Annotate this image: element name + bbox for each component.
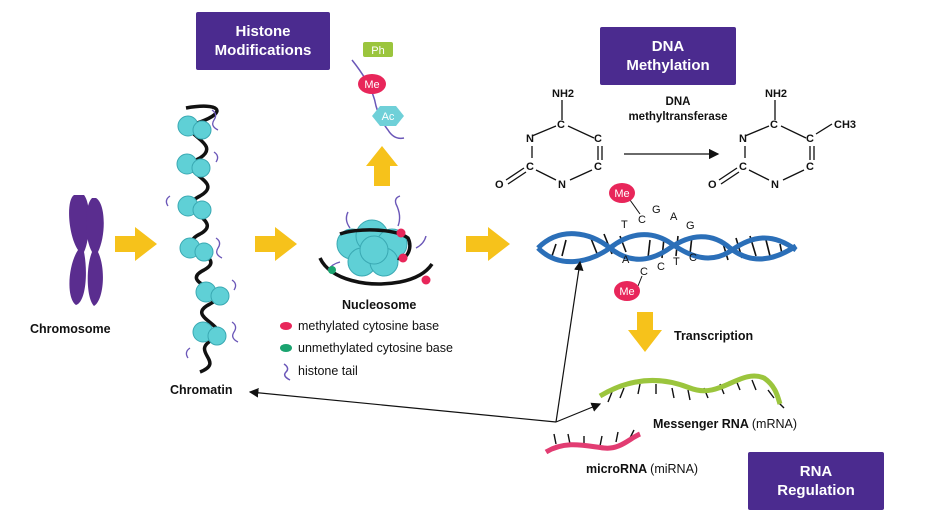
- ac-text: Ac: [382, 111, 395, 123]
- regulation-arrow-to-dna: [555, 260, 584, 423]
- mrna-label-abbr: (mRNA): [751, 417, 798, 431]
- svg-text:C: C: [770, 119, 778, 131]
- base-top: T: [621, 219, 628, 231]
- legend-methylated: methylated cytosine base: [298, 319, 440, 333]
- legend-unmethylated: unmethylated cytosine base: [298, 341, 453, 355]
- svg-text:C: C: [806, 133, 814, 145]
- dna-title-text: DNA Methylation: [626, 38, 710, 74]
- svg-text:NH2: NH2: [552, 88, 574, 100]
- chromosome-icon: [69, 195, 104, 306]
- transcription-label: Transcription: [674, 329, 754, 343]
- mrna-strand-icon: [598, 373, 785, 409]
- chromosome-label: Chromosome: [30, 322, 111, 336]
- svg-text:O: O: [495, 179, 504, 191]
- transcription-arrow: [628, 312, 662, 352]
- histone-modifications-title: Histone Modifications: [196, 12, 330, 70]
- base-top: G: [686, 220, 695, 232]
- ac-tag: [372, 106, 404, 126]
- base-top: C: [638, 214, 646, 226]
- nucleosome-icon: [318, 195, 434, 286]
- svg-text:O: O: [708, 179, 717, 191]
- mirna-strand-icon: [544, 429, 642, 455]
- flow-arrow-1: [115, 227, 157, 261]
- base-bottom: T: [673, 256, 680, 268]
- chromatin-label: Chromatin: [170, 383, 233, 397]
- dna-bases-top: T C G A G: [621, 204, 695, 232]
- svg-text:C: C: [594, 133, 602, 145]
- histone-title-text: Histone Modifications: [214, 23, 312, 59]
- svg-text:CH3: CH3: [834, 119, 856, 131]
- svg-text:Me: Me: [614, 188, 629, 200]
- base-bottom: C: [657, 261, 665, 273]
- rna-title-text: RNA Regulation: [777, 463, 855, 499]
- svg-text:C: C: [557, 119, 565, 131]
- svg-text:N: N: [558, 179, 566, 191]
- enzyme-label: DNA methyltransferase: [628, 96, 728, 123]
- svg-text:N: N: [526, 133, 534, 145]
- histone-tail-modifications: Ph Me Ac: [351, 42, 405, 140]
- base-bottom: C: [640, 266, 648, 278]
- me-text: Me: [364, 79, 379, 91]
- rna-regulation-title: RNA Regulation: [748, 452, 884, 510]
- chromatin-icon: [165, 104, 239, 374]
- methyl-tag-top: Me: [609, 183, 641, 215]
- flow-arrow-up: [366, 146, 398, 186]
- svg-text:C: C: [739, 161, 747, 173]
- methyl-tag-bottom: Me: [614, 275, 643, 301]
- legend-symbols: [280, 322, 292, 381]
- mirna-label-main: microRNA: [586, 462, 647, 476]
- flow-arrow-2: [255, 227, 297, 261]
- base-top: A: [670, 211, 678, 223]
- regulation-arrow-to-mrna: [555, 402, 602, 423]
- ph-text: Ph: [371, 45, 384, 57]
- svg-text:Me: Me: [619, 286, 634, 298]
- svg-text:C: C: [806, 161, 814, 173]
- svg-text:C: C: [526, 161, 534, 173]
- base-top: G: [652, 204, 661, 216]
- dna-helix-icon: [536, 231, 798, 265]
- flow-arrow-3: [466, 227, 510, 261]
- svg-text:N: N: [739, 133, 747, 145]
- methylcytosine-structure: NH2 C N C CH3 C C N O: [708, 88, 856, 191]
- ph-tag: [363, 42, 393, 57]
- mrna-label: Messenger RNA (mRNA): [653, 417, 797, 431]
- mrna-label-main: Messenger RNA: [653, 417, 749, 431]
- svg-text:NH2: NH2: [765, 88, 787, 100]
- me-tag: [358, 74, 386, 94]
- base-bottom: A: [622, 254, 630, 266]
- dna-methylation-title: DNA Methylation: [600, 27, 736, 85]
- regulation-arrow-to-chromatin: [248, 388, 557, 423]
- mirna-label-abbr: (miRNA): [650, 462, 699, 476]
- svg-text:N: N: [771, 179, 779, 191]
- cytosine-structure: NH2 C N C C C N O: [495, 88, 603, 191]
- svg-text:C: C: [594, 161, 602, 173]
- base-bottom: C: [689, 252, 697, 264]
- legend-histone-tail: histone tail: [298, 364, 358, 378]
- nucleosome-label: Nucleosome: [342, 298, 417, 312]
- mirna-label: microRNA (miRNA): [586, 462, 698, 476]
- dna-bases-bottom: A C C T C: [622, 252, 697, 278]
